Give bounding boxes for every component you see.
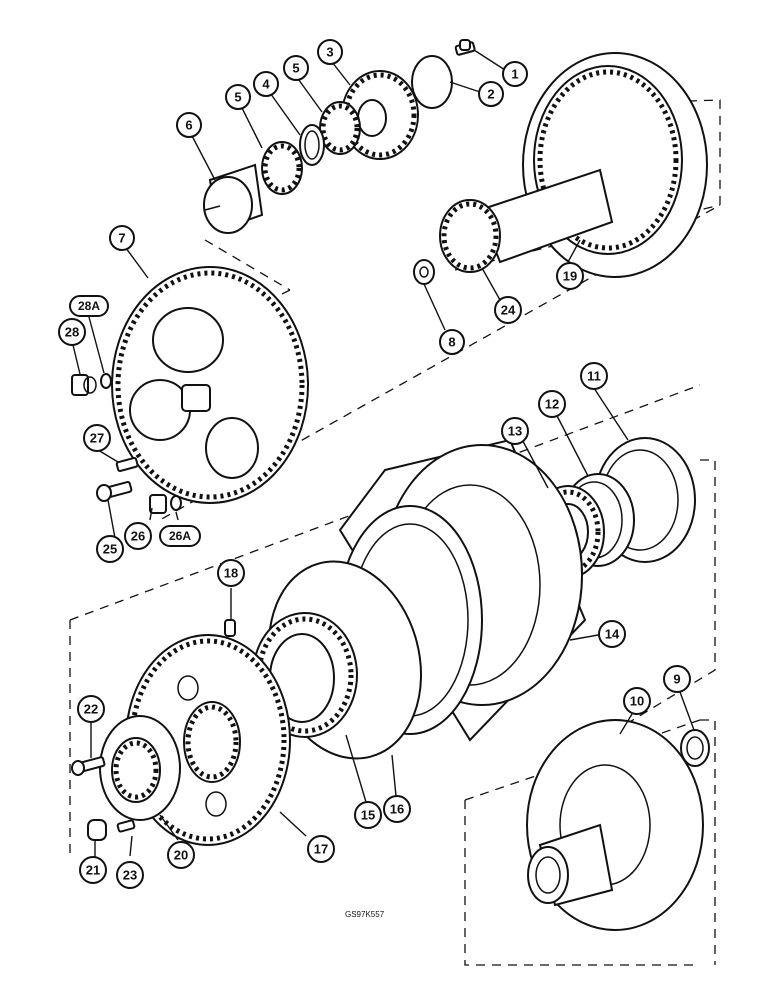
leader-lines <box>72 49 695 857</box>
callout-19-label: 19 <box>563 269 577 284</box>
callout-21-label: 21 <box>86 863 100 878</box>
callout-23: 23 <box>116 861 144 889</box>
callout-1: 1 <box>502 61 528 87</box>
callout-5-lower: 5 <box>225 84 251 110</box>
callout-25-label: 25 <box>103 542 117 557</box>
roll-pin-part-18 <box>224 619 236 637</box>
set-screw-part-23 <box>116 819 136 833</box>
callout-5-upper-label: 5 <box>292 61 299 76</box>
callout-26a: 26A <box>159 525 201 547</box>
planet-gear-part-3 <box>341 70 419 160</box>
callout-15-label: 15 <box>361 808 375 823</box>
needle-bearing-part-5-upper <box>319 101 361 155</box>
callout-10-label: 10 <box>630 694 644 709</box>
cover-plate-part-2 <box>411 55 453 109</box>
callout-2-label: 2 <box>487 87 494 102</box>
callout-14: 14 <box>598 620 626 648</box>
callout-4: 4 <box>253 71 279 97</box>
callout-28a-label: 28A <box>78 299 100 313</box>
callout-25: 25 <box>96 535 124 563</box>
callout-16-label: 16 <box>390 802 404 817</box>
callout-13-label: 13 <box>508 424 522 439</box>
callout-1-label: 1 <box>511 67 518 82</box>
callout-26a-label: 26A <box>169 529 191 543</box>
sun-gear-shaft-part-24 <box>439 168 614 273</box>
callout-9: 9 <box>663 665 691 693</box>
callout-11: 11 <box>580 362 608 390</box>
callout-6-label: 6 <box>185 118 192 133</box>
drain-plug-part-28 <box>71 374 97 396</box>
callout-17-label: 17 <box>314 842 328 857</box>
callout-11-label: 11 <box>587 369 601 384</box>
stud-part-27 <box>115 456 139 472</box>
callout-17: 17 <box>307 835 335 863</box>
callout-15: 15 <box>354 801 382 829</box>
figure-code: GS97K557 <box>345 910 385 919</box>
o-ring-part-28a <box>100 373 112 389</box>
callout-10: 10 <box>623 687 651 715</box>
callout-28-label: 28 <box>65 325 79 340</box>
callout-5-upper: 5 <box>283 55 309 81</box>
callout-8-label: 8 <box>448 335 455 350</box>
callout-18-label: 18 <box>224 566 238 581</box>
planet-carrier-part-7 <box>111 266 309 504</box>
callout-28a: 28A <box>69 295 109 317</box>
callout-26: 26 <box>124 522 152 550</box>
callout-13: 13 <box>501 417 529 445</box>
washer-part-9 <box>680 729 710 767</box>
callout-2: 2 <box>478 81 504 107</box>
lower-assembly-outline <box>464 719 716 966</box>
callout-24: 24 <box>494 296 522 324</box>
o-ring-part-26a <box>170 495 182 511</box>
callout-26-label: 26 <box>131 529 145 544</box>
callout-19: 19 <box>556 262 584 290</box>
callout-24-label: 24 <box>501 303 516 318</box>
callout-16: 16 <box>383 795 411 823</box>
callout-22: 22 <box>77 695 105 723</box>
callout-27: 27 <box>83 424 111 452</box>
plug-part-21 <box>87 819 107 841</box>
callout-7-label: 7 <box>118 231 125 246</box>
callout-23-label: 23 <box>123 868 137 883</box>
screw-part-1 <box>454 39 476 56</box>
callout-27-label: 27 <box>90 431 104 446</box>
bolt-part-25 <box>96 480 133 502</box>
bolt-part-22 <box>71 756 106 776</box>
callout-28: 28 <box>58 318 86 346</box>
callout-20: 20 <box>167 841 195 869</box>
callout-20-label: 20 <box>174 848 188 863</box>
wheel-hub-flange-part-10 <box>526 719 704 931</box>
callout-6: 6 <box>176 112 202 138</box>
thrust-washer-part-8 <box>413 259 435 285</box>
callout-18: 18 <box>217 559 245 587</box>
callout-4-label: 4 <box>262 77 270 92</box>
plug-part-26 <box>149 494 167 514</box>
retainer-part-20 <box>99 715 181 821</box>
callout-12: 12 <box>538 390 566 418</box>
callout-7: 7 <box>109 225 135 251</box>
callout-3-label: 3 <box>326 45 333 60</box>
needle-bearing-part-5-lower <box>261 141 303 195</box>
callout-21: 21 <box>79 856 107 884</box>
callout-3: 3 <box>317 39 343 65</box>
callout-5-lower-label: 5 <box>234 90 241 105</box>
callout-9-label: 9 <box>673 672 680 687</box>
planet-pin-part-6 <box>203 163 264 234</box>
spacer-ring-part-4 <box>299 124 325 166</box>
callout-8: 8 <box>439 329 465 355</box>
callout-14-label: 14 <box>605 627 620 642</box>
callout-12-label: 12 <box>545 397 559 412</box>
callout-22-label: 22 <box>84 702 98 717</box>
